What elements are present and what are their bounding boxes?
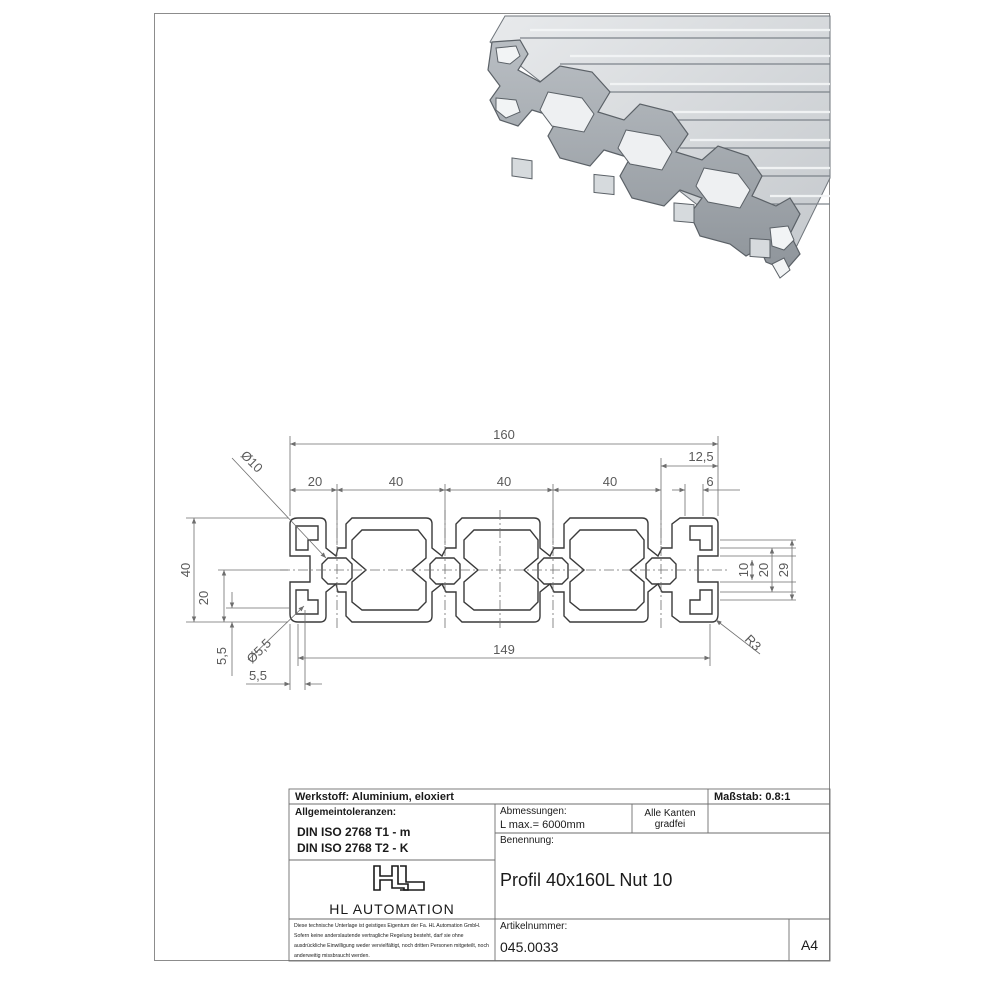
dim-pitch-40-b: 40	[497, 474, 511, 489]
dim-height: 40	[178, 563, 193, 577]
corner-hook-top-right	[689, 525, 713, 551]
chamber-1	[351, 529, 427, 611]
corner-hook-bottom-left	[295, 589, 319, 615]
hl-logo-icon	[373, 865, 425, 891]
dimension-labels: 160 12,5 20 40 40 40 6 Ø10 40 20 5,5 Ø5,…	[178, 427, 791, 683]
dim-diameter-small: Ø5,5	[244, 636, 275, 667]
core-bores	[321, 557, 677, 585]
dim-diameter-large: Ø10	[238, 448, 266, 476]
dim-inner-length: 149	[493, 642, 515, 657]
profile-outer-contour	[289, 517, 719, 623]
dim-slot-10: 10	[736, 563, 751, 577]
corner-hook-top-left	[295, 525, 319, 551]
profile-cross-section	[289, 517, 719, 623]
drawing-sheet	[154, 13, 830, 961]
chamber-3	[569, 529, 645, 611]
dim-slot-29: 29	[776, 563, 791, 577]
dim-overall-width: 160	[493, 427, 515, 442]
dim-half-height: 20	[196, 591, 211, 605]
title-block-grid	[288, 788, 831, 962]
dim-pitch-40-c: 40	[603, 474, 617, 489]
dim-end-offset: 12,5	[688, 449, 713, 464]
dimensions	[186, 436, 796, 690]
profile-3d-render	[487, 15, 831, 279]
dim-pitch-40-a: 40	[389, 474, 403, 489]
dim-slot-width: 6	[706, 474, 713, 489]
dim-edge-bottom: 5,5	[249, 668, 267, 683]
dim-slot-20: 20	[756, 563, 771, 577]
chamber-2	[463, 529, 539, 611]
dim-pitch-20: 20	[308, 474, 322, 489]
dim-edge-small: 5,5	[214, 647, 229, 665]
dim-radius: R3	[742, 632, 764, 654]
corner-hook-bottom-right	[689, 589, 713, 615]
